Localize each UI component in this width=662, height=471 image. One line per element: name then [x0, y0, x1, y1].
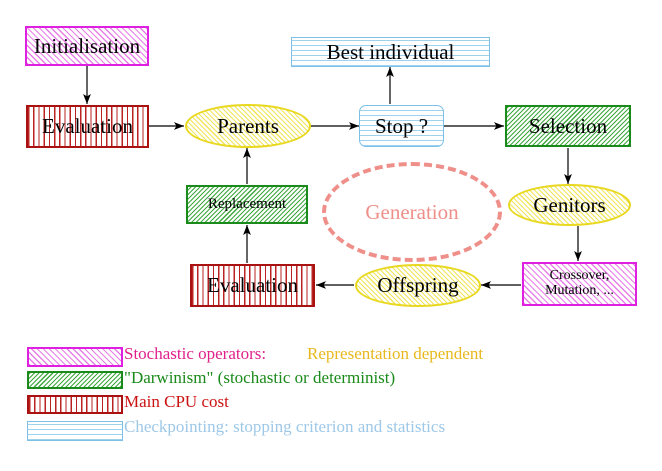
legend-label-main-cpu-cost: Main CPU cost — [124, 392, 229, 411]
generation-label: Generation — [365, 199, 459, 224]
node-stop-label: Stop ? — [374, 113, 429, 138]
node-evaluation-top-label: Evaluation — [42, 114, 133, 139]
legend-label-stochastic-operators: Stochastic operators: — [124, 344, 267, 363]
node-parents[interactable]: Parents — [185, 104, 311, 148]
legend-swatch-darwinism — [27, 371, 123, 389]
legend-swatch-stochastic-operators — [27, 347, 123, 367]
node-best-individual-label: Best individual — [326, 39, 455, 64]
node-replacement-label: Replacement — [207, 195, 287, 212]
node-replacement[interactable]: Replacement — [186, 185, 308, 224]
node-crossover-mutation[interactable]: Crossover, Mutation, ... — [522, 262, 637, 306]
node-offspring[interactable]: Offspring — [355, 264, 481, 307]
node-crossover-label-line2: Mutation, ... — [545, 283, 614, 298]
node-selection-label: Selection — [528, 113, 608, 138]
node-evaluation-bottom[interactable]: Evaluation — [190, 264, 315, 307]
node-evaluation-bottom-label: Evaluation — [207, 273, 298, 298]
node-parents-label: Parents — [217, 113, 279, 138]
node-genitors-label: Genitors — [533, 192, 606, 217]
node-best-individual[interactable]: Best individual — [291, 37, 490, 67]
node-offspring-label: Offspring — [377, 273, 459, 298]
node-selection[interactable]: Selection — [505, 105, 631, 147]
node-stop[interactable]: Stop ? — [359, 105, 444, 147]
legend-label-checkpointing: Checkpointing: stopping criterion and st… — [124, 417, 446, 436]
node-initialisation[interactable]: Initialisation — [25, 26, 149, 66]
node-initialisation-label: Initialisation — [33, 33, 141, 58]
generation-ellipse: Generation — [322, 162, 502, 262]
legend-label-representation-dependent: Representation dependent — [307, 344, 484, 363]
legend-swatch-checkpointing — [27, 421, 123, 441]
legend-swatch-main-cpu-cost — [27, 395, 123, 414]
node-crossover-label-line1: Crossover, — [549, 268, 610, 284]
node-genitors[interactable]: Genitors — [508, 184, 631, 226]
legend-label-darwinism: "Darwinism" (stochastic or determinist) — [124, 368, 396, 387]
node-evaluation-top[interactable]: Evaluation — [26, 105, 149, 148]
